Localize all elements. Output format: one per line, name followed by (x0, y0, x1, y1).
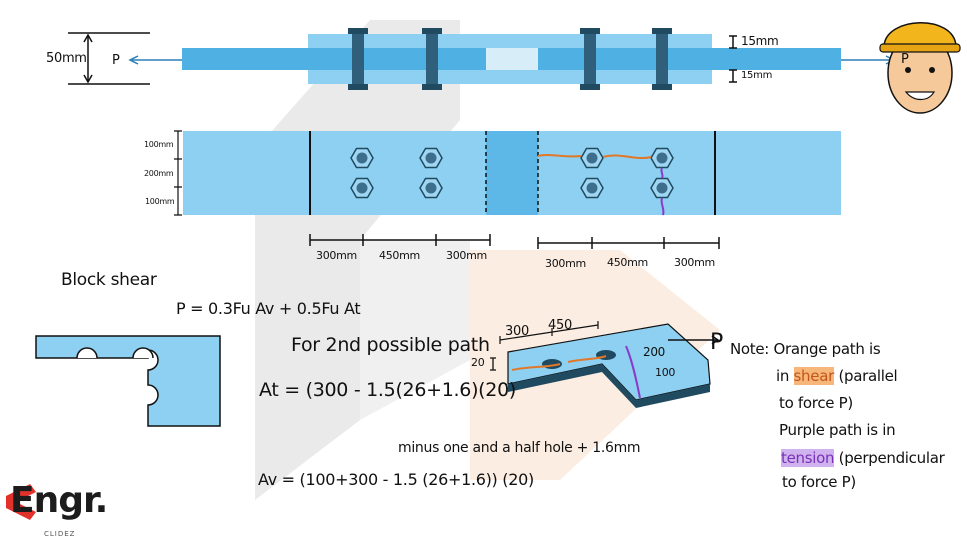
engr-logo (6, 484, 36, 520)
iso-dim-20: 20 (471, 356, 485, 369)
logo-subtext: CLIDEZ (44, 530, 76, 538)
plan-gap (486, 131, 538, 215)
note-line2-suffix: (parallel (838, 367, 898, 385)
label-15mm-top: 15mm (741, 34, 779, 48)
plan-view (174, 130, 841, 249)
purple-tension-path (660, 167, 665, 216)
note-line6: to force P) (782, 473, 856, 491)
label-100mm-bottom: 100mm (145, 197, 175, 206)
note-line5: tension (perpendicular (781, 449, 945, 467)
gap-region (486, 48, 538, 70)
iso-dim-300: 300 (505, 324, 529, 339)
note-line3: to force P) (779, 394, 853, 412)
label-p-left: P (112, 53, 120, 68)
left-dim-3: 300mm (446, 249, 487, 262)
left-main-plate (182, 48, 486, 70)
block-shear-sketch (35, 335, 221, 427)
right-main-plate (538, 48, 841, 70)
note-line1: Note: Orange path is (730, 340, 881, 358)
bolts-section (348, 28, 672, 90)
label-100mm-top: 100mm (144, 140, 174, 149)
left-dim-1: 300mm (316, 249, 357, 262)
av-equation: Av = (100+300 - 1.5 (26+1.6)) (20) (258, 470, 534, 489)
plan-left-plate (183, 131, 486, 215)
iso-dim-200: 200 (643, 345, 666, 359)
right-dim-1: 300mm (545, 257, 586, 270)
left-dim-2: 450mm (379, 249, 420, 262)
note-shear-highlight: shear (793, 367, 834, 385)
label-200mm: 200mm (144, 169, 174, 178)
path-title: For 2nd possible path (291, 334, 490, 356)
note-line5-suffix: (perpendicular (838, 449, 945, 467)
formula-p: P = 0.3Fu Av + 0.5Fu At (176, 299, 361, 318)
av-annotation: minus one and a half hole + 1.6mm (398, 440, 641, 456)
label-p-right: P (901, 52, 909, 67)
note-line2: in shear (parallel (776, 367, 898, 385)
label-15mm-bottom: 15mm (741, 70, 773, 81)
logo-text: Engr. (10, 480, 108, 521)
iso-dim-450: 450 (548, 318, 572, 333)
at-equation: At = (300 - 1.5(26+1.6)(20) (259, 379, 516, 401)
bolts-plan (350, 147, 674, 199)
worker-avatar (879, 22, 961, 114)
right-dim-3: 300mm (674, 256, 715, 269)
top-splice-plate (308, 34, 712, 48)
block-shear-title: Block shear (61, 270, 157, 290)
right-dim-2: 450mm (607, 256, 648, 269)
orange-shear-path (537, 154, 652, 159)
label-50mm: 50mm (46, 51, 87, 66)
bottom-splice-plate (308, 70, 712, 84)
note-tension-highlight: tension (781, 449, 835, 467)
note-line4: Purple path is in (779, 421, 896, 439)
note-line2-prefix: in (776, 367, 790, 385)
iso-dim-100: 100 (655, 366, 676, 379)
iso-label-p: P (710, 330, 723, 355)
iso-view (490, 321, 720, 408)
section-view (68, 28, 896, 90)
plan-right-plate (538, 131, 841, 215)
